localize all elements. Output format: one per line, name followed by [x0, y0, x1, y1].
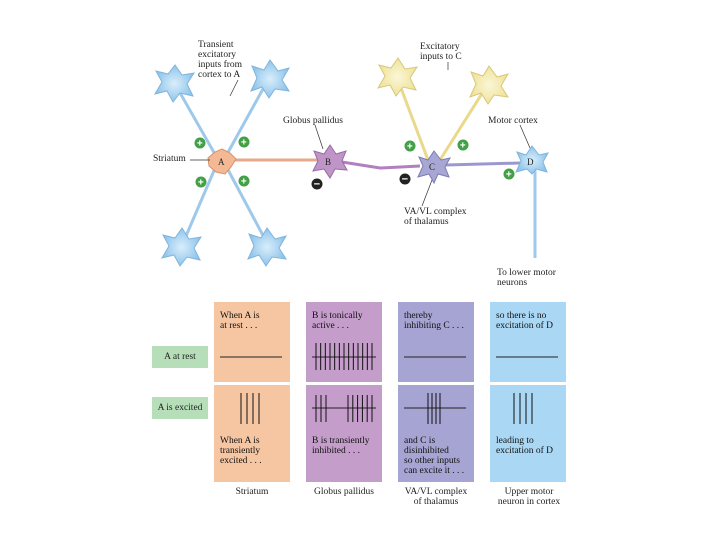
neuron-a-label: A [218, 157, 225, 167]
transient-inputs-label: Transient excitatory inputs from cortex … [198, 40, 243, 80]
neuron-c-label: C [429, 162, 435, 172]
motor-cortex-label: Motor cortex [488, 116, 538, 126]
c-to-d-axon [445, 161, 521, 167]
thalamus-label: VA/VL complex of thalamus [404, 207, 467, 227]
svg-text:−: − [402, 174, 408, 186]
pallidus-bottom-text: B is transiently inhibited . . . [312, 436, 370, 456]
yellow-neuron-1 [376, 57, 419, 97]
pallidus-top-text: B is tonically active . . . [312, 311, 363, 331]
blue-neuron-2 [250, 59, 291, 99]
panel-striatum-top [214, 302, 290, 382]
svg-text:+: + [241, 177, 247, 188]
cortex-bottom-text: leading to excitation of D [496, 436, 553, 456]
neuron-a [207, 148, 237, 175]
svg-text:+: + [198, 178, 204, 189]
neuron-d [515, 145, 549, 175]
panel-striatum-bottom [214, 385, 290, 482]
striatum-label: Striatum [153, 154, 186, 164]
striatum-top-text: When A is at rest . . . [220, 311, 260, 331]
neuron-b [312, 144, 348, 179]
spike-trains [240, 343, 533, 424]
panel-cortex-top [490, 302, 566, 382]
cortex-to-a-axons [173, 77, 271, 244]
yellow-neuron-2 [469, 65, 510, 105]
svg-text:+: + [241, 138, 247, 149]
row-label-excited: A is excited [152, 397, 208, 419]
svg-text:+: + [460, 141, 466, 152]
svg-text:−: − [314, 179, 320, 191]
svg-text:+: + [197, 139, 203, 150]
blue-neuron-3 [160, 227, 203, 267]
row-label-rest: A at rest [152, 346, 208, 368]
neuron-c [417, 150, 451, 185]
thalamus-top-text: thereby inhibiting C . . . [404, 311, 464, 331]
cortex-top-text: so there is no excitation of D [496, 311, 553, 331]
caption-striatum: Striatum [235, 487, 269, 497]
panel-cortex-bottom [490, 385, 566, 482]
b-to-c-axon [341, 160, 421, 170]
svg-text:+: + [506, 170, 512, 181]
neuron-b-label: B [325, 157, 331, 167]
blue-neuron-4 [247, 227, 288, 267]
neuron-d-label: D [527, 157, 534, 167]
leader-lines [190, 62, 531, 207]
caption-pallidus: Globus pallidus [314, 487, 374, 497]
thalamus-bottom-text: and C is disinhibited so other inputs ca… [404, 436, 465, 476]
excitatory-inputs-c-label: Excitatory inputs to C [420, 42, 462, 62]
caption-cortex: Upper motor neuron in cortex [497, 487, 561, 507]
plus-badges: + + + + + + + [194, 136, 515, 189]
lower-motor-label: To lower motor neurons [497, 268, 556, 288]
svg-text:+: + [407, 142, 413, 153]
blue-neuron-1 [153, 64, 196, 103]
panel-thalamus-top [398, 302, 474, 382]
panel-pallidus-bottom [306, 385, 382, 482]
minus-badges: − − [311, 173, 411, 191]
striatum-bottom-text: When A is transiently excited . . . [220, 436, 262, 466]
excitatory-to-c-axons [396, 79, 490, 161]
globus-pallidus-label: Globus pallidus [283, 116, 343, 126]
caption-thalamus: VA/VL complex of thalamus [404, 487, 468, 507]
